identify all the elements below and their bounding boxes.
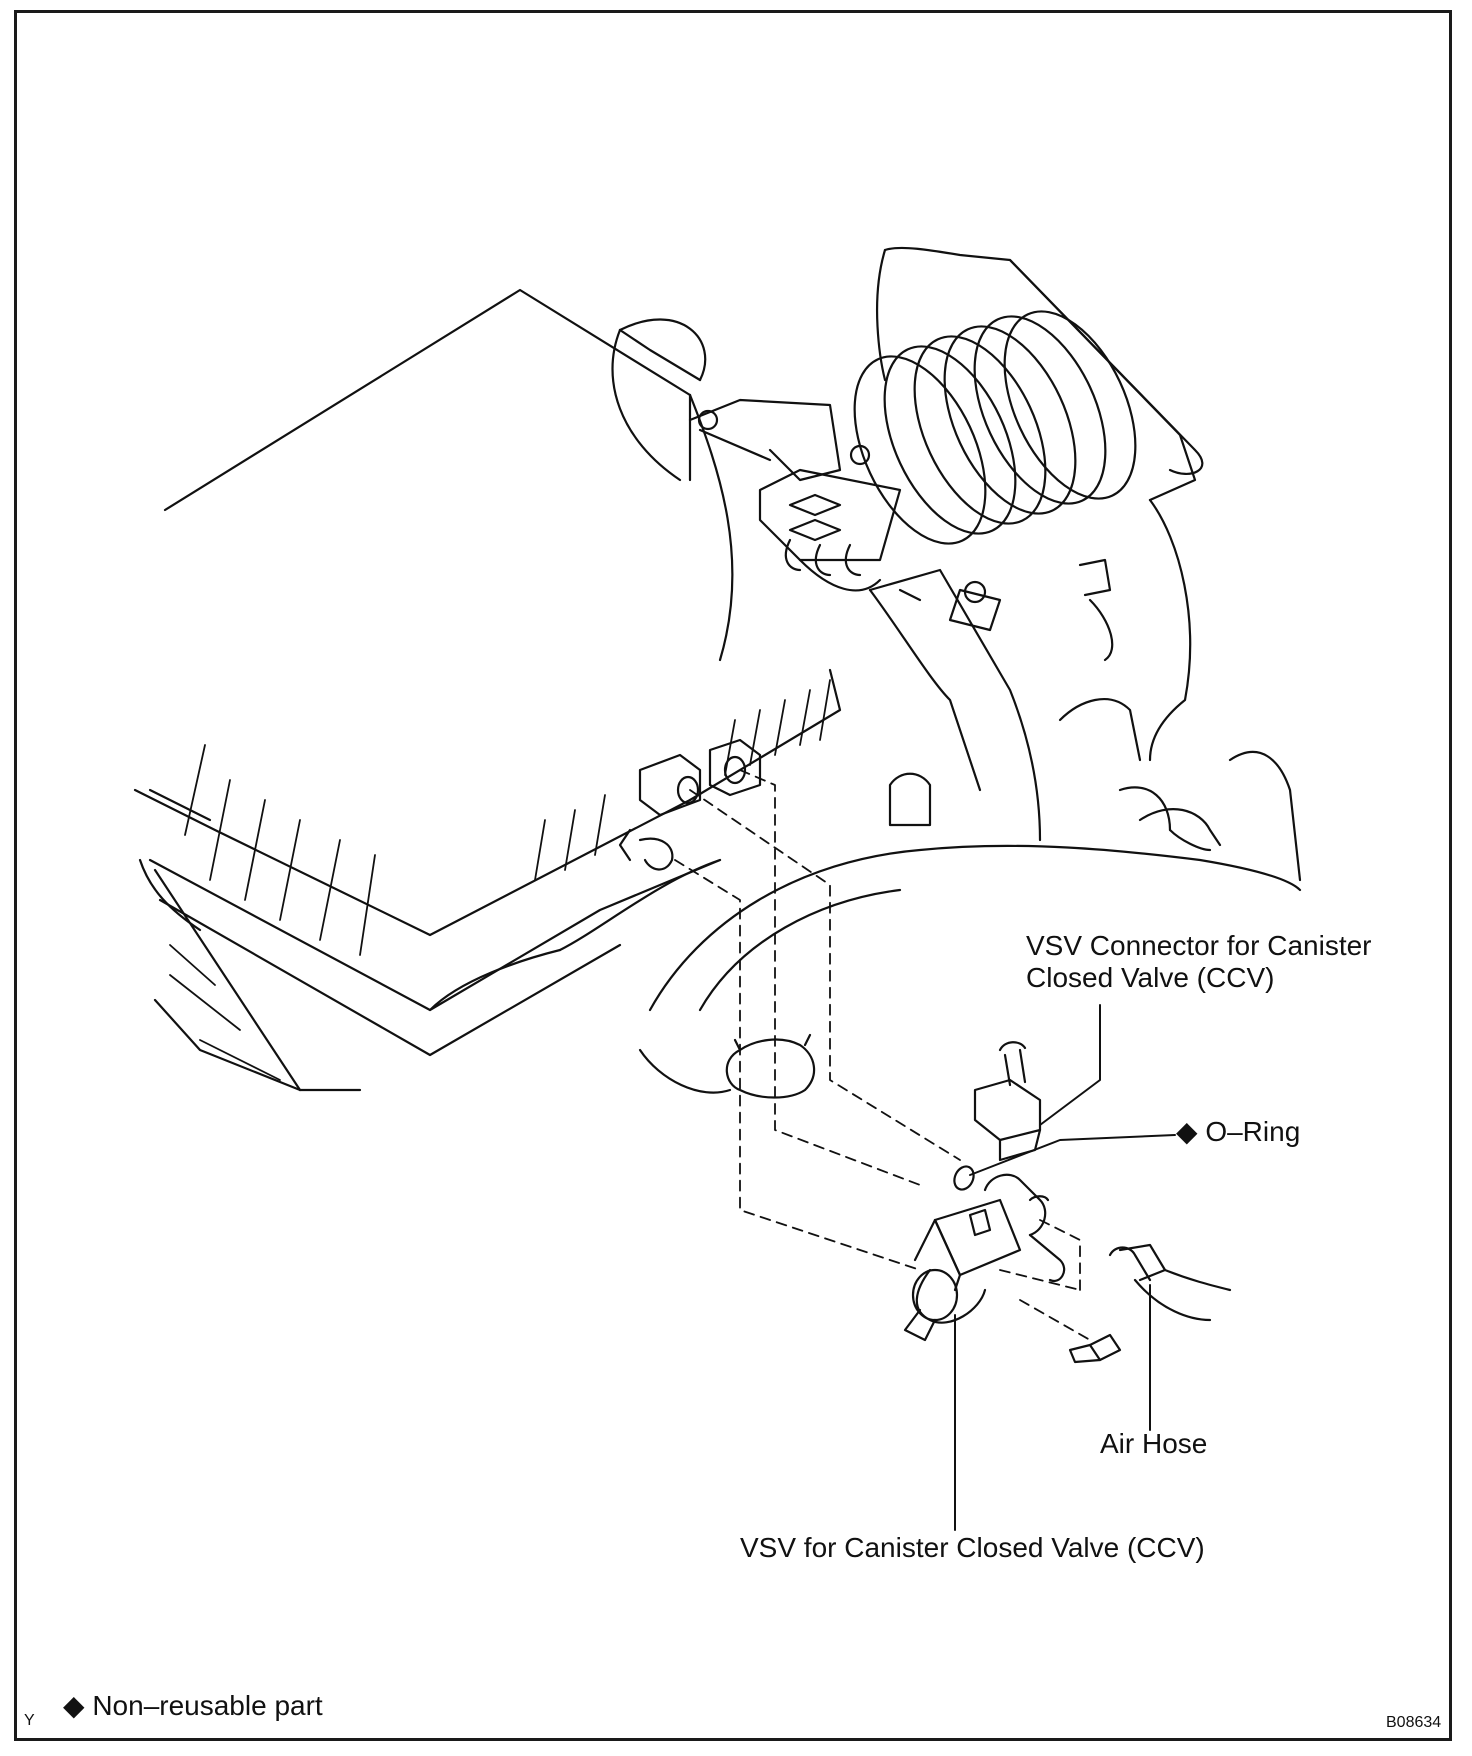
vsv-connector-part	[973, 1041, 1042, 1162]
o-ring-text: O–Ring	[1205, 1116, 1301, 1147]
assembly-dashed-lines	[674, 769, 1091, 1341]
intake-bellows-hose	[853, 246, 1204, 632]
engine-right-side	[1008, 258, 1302, 882]
o-ring-part	[953, 1165, 975, 1191]
label-air-hose: Air Hose	[1100, 1428, 1208, 1459]
air-cleaner-case	[133, 288, 842, 1092]
vsv-body	[903, 1173, 1066, 1342]
label-vsv-connector-line1: VSV Connector for Canister	[1026, 930, 1372, 961]
air-hose-part	[1108, 1243, 1232, 1322]
wire-harness	[868, 568, 1042, 842]
corner-letter: Y	[24, 1712, 35, 1729]
figure-code: B08634	[1386, 1714, 1442, 1731]
label-vsv-ccv: VSV for Canister Closed Valve (CCV)	[740, 1532, 1205, 1563]
label-o-ring: ◆ O–Ring	[1176, 1116, 1300, 1148]
legend-marker-icon: ◆	[63, 1690, 85, 1721]
engine-cover	[638, 844, 1302, 1094]
non-reusable-marker-icon: ◆	[1176, 1116, 1198, 1147]
label-vsv-connector-line2: Closed Valve (CCV)	[1026, 962, 1275, 993]
air-cleaner-ribs	[169, 679, 831, 1081]
airflow-meter	[688, 398, 902, 592]
bolt-part	[1068, 1333, 1122, 1364]
legend: ◆ Non–reusable part	[63, 1690, 323, 1722]
mounting-bracket	[618, 738, 762, 871]
leader-lines	[954, 1004, 1176, 1531]
legend-text: Non–reusable part	[92, 1690, 323, 1721]
intake-rail	[148, 858, 722, 1057]
figure-frame	[14, 10, 1452, 1741]
